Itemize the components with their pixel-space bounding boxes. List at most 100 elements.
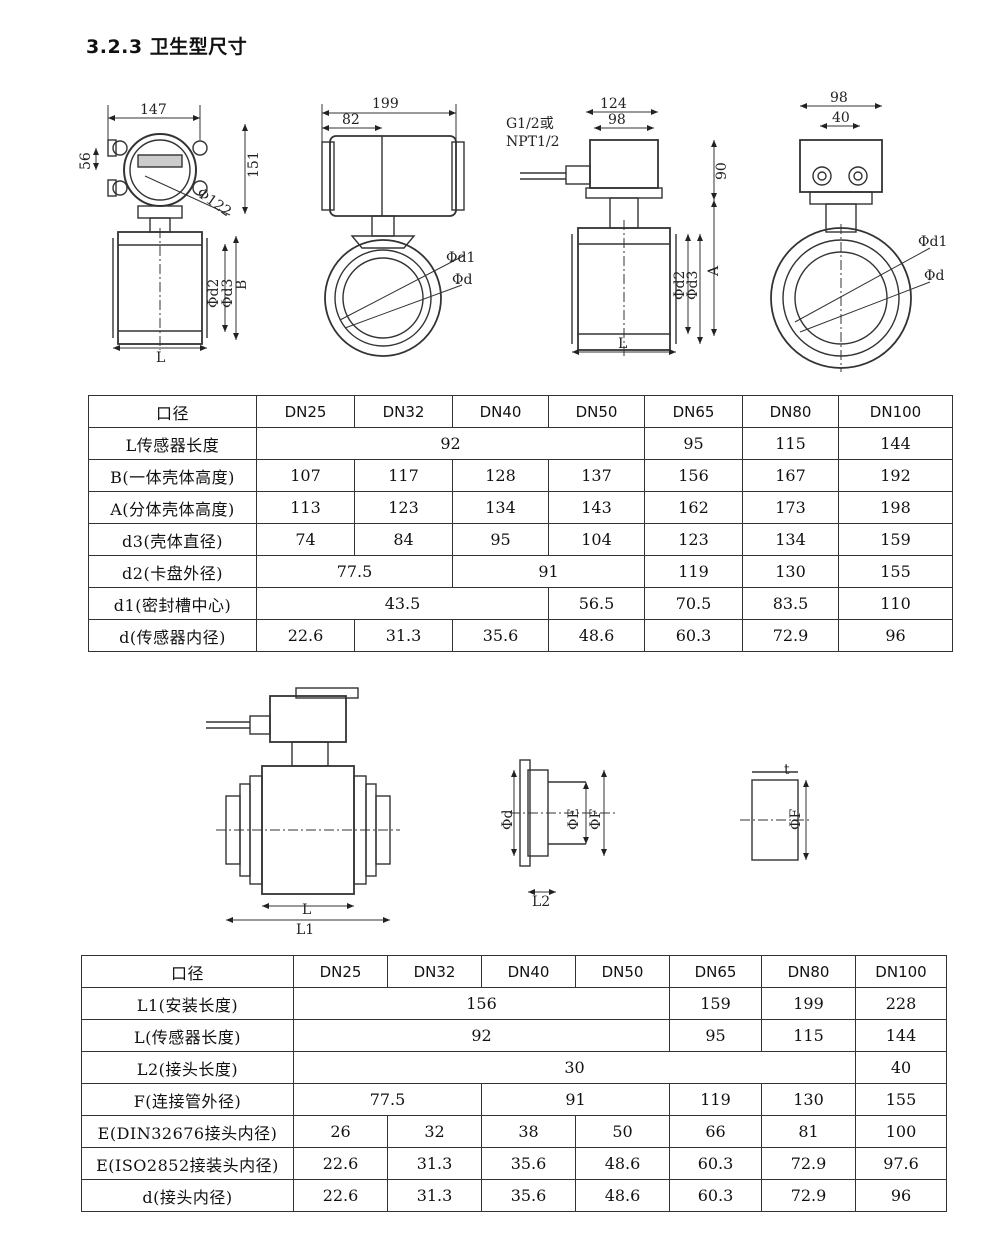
- row-label: L(传感器长度): [81, 1019, 294, 1052]
- row-label: B(一体壳体高度): [88, 459, 257, 492]
- dim-l: L: [302, 902, 311, 918]
- table-cell: 66: [669, 1115, 762, 1148]
- header-dn80: DN80: [742, 395, 839, 428]
- dim-b: B: [234, 280, 250, 290]
- header-dn50: DN50: [575, 955, 670, 988]
- table-cell: 72.9: [761, 1147, 856, 1180]
- table-cell: 48.6: [548, 619, 645, 652]
- table-cell: 32: [387, 1115, 482, 1148]
- row-label: d1(密封槽中心): [88, 587, 257, 620]
- dim-124: 124: [600, 96, 627, 112]
- dim-199: 199: [372, 96, 399, 112]
- installed-sensor-view: [206, 687, 400, 895]
- table-cell: 92: [293, 1019, 670, 1052]
- table-cell: 22.6: [293, 1147, 388, 1180]
- sensor-dimension-drawing: 147 151 56 Φ122 Φd2 Φd3 B L 199 82 Φd1 Φ…: [78, 90, 947, 372]
- table-cell: 22.6: [256, 619, 355, 652]
- thread-label-2: NPT1/2: [506, 134, 560, 150]
- dim-t: t: [784, 762, 790, 778]
- header-dn100: DN100: [838, 395, 953, 428]
- table-cell: 159: [838, 523, 953, 556]
- dim-phi-d3: Φd3: [685, 271, 701, 300]
- table-cell: 143: [548, 491, 645, 524]
- table-cell: 156: [644, 459, 743, 492]
- dim-l: L: [618, 336, 627, 352]
- table-cell: 156: [293, 987, 670, 1020]
- dim-a: A: [706, 265, 722, 277]
- table-cell: 134: [742, 523, 839, 556]
- table-cell: 22.6: [293, 1179, 388, 1212]
- dim-phi-d2: Φd2: [672, 271, 688, 300]
- table-cell: 70.5: [644, 587, 743, 620]
- table-cell: 48.6: [575, 1179, 670, 1212]
- table-cell: 128: [452, 459, 549, 492]
- table-cell: 107: [256, 459, 355, 492]
- table-cell: 31.3: [387, 1179, 482, 1212]
- connecting-pipe-view: [740, 771, 812, 861]
- table-cell: 35.6: [481, 1147, 576, 1180]
- table-cell: 113: [256, 491, 355, 524]
- header-dn25: DN25: [293, 955, 388, 988]
- table-cell: 96: [855, 1179, 947, 1212]
- table-cell: 60.3: [669, 1147, 762, 1180]
- dimension-lines: [93, 103, 882, 355]
- integrated-front-view: [107, 133, 231, 350]
- dim-phi122: Φ122: [194, 185, 234, 220]
- table-cell: 35.6: [481, 1179, 576, 1212]
- dim-phi-d: Φd: [452, 272, 472, 288]
- integrated-side-view: [321, 135, 466, 357]
- table-cell: 115: [761, 1019, 856, 1052]
- row-label: d(传感器内径): [88, 619, 257, 652]
- dim-l2: L2: [532, 894, 550, 910]
- table-cell: 144: [838, 427, 953, 460]
- table-cell: 92: [256, 427, 645, 460]
- table-cell: 159: [669, 987, 762, 1020]
- dim-98: 98: [608, 112, 626, 128]
- table-cell: 50: [575, 1115, 670, 1148]
- table-cell: 100: [855, 1115, 947, 1148]
- table-cell: 95: [644, 427, 743, 460]
- table-cell: 155: [838, 555, 953, 588]
- table-cell: 77.5: [293, 1083, 482, 1116]
- header-dn100: DN100: [855, 955, 947, 988]
- table-cell: 110: [838, 587, 953, 620]
- dim-40: 40: [832, 110, 850, 126]
- dim-56: 56: [78, 152, 94, 170]
- dim-98: 98: [830, 90, 848, 106]
- table-cell: 56.5: [548, 587, 645, 620]
- dim-phi-d1: Φd1: [918, 234, 947, 250]
- dim-phi-e: ΦE: [566, 808, 582, 830]
- table-cell: 130: [742, 555, 839, 588]
- table-cell: 167: [742, 459, 839, 492]
- table-cell: 35.6: [452, 619, 549, 652]
- dim-151: 151: [246, 151, 262, 178]
- table-cell: 115: [742, 427, 839, 460]
- table-cell: 199: [761, 987, 856, 1020]
- header-dn32: DN32: [354, 395, 453, 428]
- row-label: d3(壳体直径): [88, 523, 257, 556]
- dim-phi-d: Φd: [500, 810, 516, 830]
- row-label: L传感器长度: [88, 427, 257, 460]
- table-cell: 123: [354, 491, 453, 524]
- table-cell: 40: [855, 1051, 947, 1084]
- dim-phi-d1: Φd1: [446, 250, 475, 266]
- row-label: E(ISO2852接装头内径): [81, 1147, 294, 1180]
- thread-label: G1/2或: [506, 116, 554, 132]
- header-dn40: DN40: [481, 955, 576, 988]
- header-dn80: DN80: [761, 955, 856, 988]
- table-cell: 117: [354, 459, 453, 492]
- remote-side-view: [770, 139, 931, 372]
- table-cell: 60.3: [669, 1179, 762, 1212]
- table-cell: 72.9: [761, 1179, 856, 1212]
- dim-phi-d2: Φd2: [206, 279, 222, 308]
- table-cell: 91: [481, 1083, 670, 1116]
